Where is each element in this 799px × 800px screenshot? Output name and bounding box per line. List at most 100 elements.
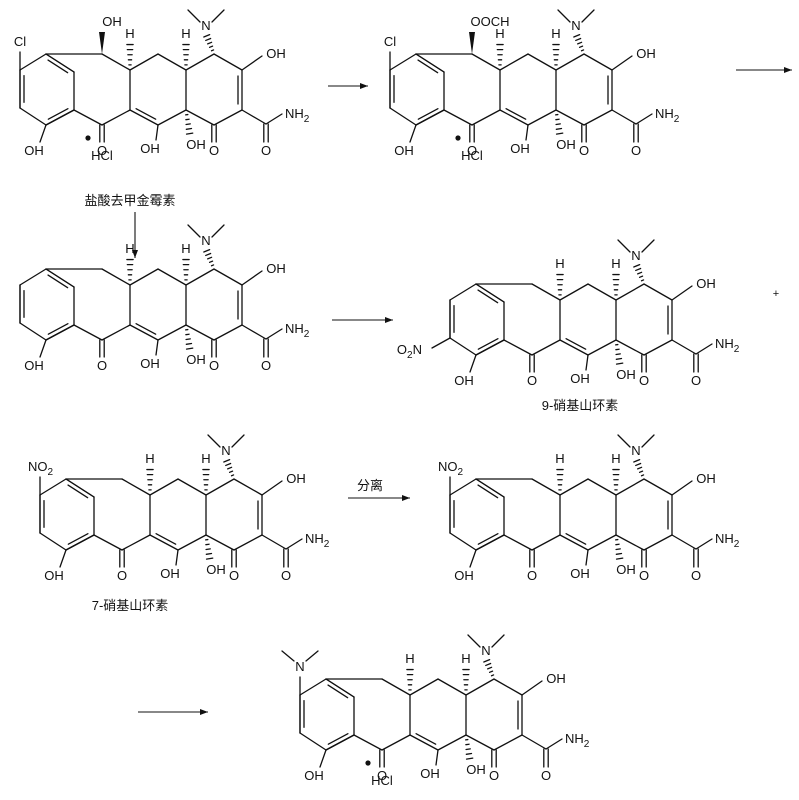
amide-o: O [631, 143, 641, 158]
stereo-h-5a: H [555, 256, 564, 271]
compound-name: 盐酸去甲金霉素 [84, 193, 175, 208]
carbonyl-o-ring-b: O [527, 568, 537, 583]
c5-oh-label: OH [102, 14, 122, 29]
enol-oh-ring-d: OH [546, 671, 566, 686]
enol-oh-ring-d: OH [286, 471, 306, 486]
dimethylamino-n: N [201, 233, 210, 248]
arrows-layer: 分离 + [132, 67, 792, 715]
carbonyl-o-ring-d: O [489, 768, 499, 783]
common_labels.nh2: NH2 [285, 106, 310, 125]
stereo-h-5a: H [125, 26, 134, 41]
salt-hcl-label: HCl [461, 148, 483, 163]
common_labels.nh2: NH2 [565, 731, 590, 750]
compound-name: 7-硝基山环素 [92, 598, 169, 613]
salt-hcl-label: HCl [371, 773, 393, 788]
common_labels.nh2: NH2 [305, 531, 330, 550]
phenol-oh: OH [454, 373, 474, 388]
stereo-h-4a: H [611, 451, 620, 466]
carbonyl-o-ring-d: O [639, 568, 649, 583]
oh-12a: OH [616, 367, 636, 382]
stereo-h-5a: H [405, 651, 414, 666]
reaction-arrow-a5: 分离 [348, 478, 410, 501]
nitro-label-9: O2N [397, 342, 422, 361]
salt-dot [85, 135, 91, 141]
phenol-oh: OH [304, 768, 324, 783]
carbonyl-o-ring-b: O [527, 373, 537, 388]
enol-oh-ring-c: OH [510, 141, 530, 156]
stereo-h-5a: H [125, 241, 134, 256]
plus-sign: + [773, 288, 779, 300]
carbonyl-o-ring-d: O [209, 358, 219, 373]
amide-o: O [541, 768, 551, 783]
enol-oh-ring-c: OH [570, 371, 590, 386]
c5-formate-label: OOCH [471, 14, 510, 29]
stereo-h-4a: H [201, 451, 210, 466]
enol-oh-ring-c: OH [570, 566, 590, 581]
enol-oh-ring-d: OH [636, 46, 656, 61]
dimethylamino-n: N [201, 18, 210, 33]
enol-oh-ring-d: OH [266, 46, 286, 61]
carbonyl-o-ring-d: O [579, 143, 589, 158]
carbonyl-o-ring-d: O [209, 143, 219, 158]
common_labels.nh2: NH2 [715, 336, 740, 355]
carbonyl-o-ring-b: O [377, 768, 387, 783]
reaction-arrow-a4 [332, 317, 393, 323]
stereo-h-4a: H [181, 241, 190, 256]
carbonyl-o-ring-d: O [639, 373, 649, 388]
stereo-h-5a: H [495, 26, 504, 41]
arrow-label: 分离 [357, 478, 383, 493]
stereo-h-4a: H [611, 256, 620, 271]
oh-12a: OH [206, 562, 226, 577]
enol-oh-ring-d: OH [696, 471, 716, 486]
common_labels.nh2: NH2 [285, 321, 310, 340]
phenol-oh: OH [24, 143, 44, 158]
enol-oh-ring-d: OH [266, 261, 286, 276]
stereo-h-4a: H [181, 26, 190, 41]
reaction-arrow-a1 [328, 83, 368, 89]
carbonyl-o-ring-b: O [97, 358, 107, 373]
dimethylamino-n: N [631, 248, 640, 263]
carbonyl-o-ring-b: O [467, 143, 477, 158]
salt-dot [365, 760, 371, 766]
salt-hcl-label: HCl [91, 148, 113, 163]
reaction-arrow-a3 [132, 212, 138, 258]
amide-o: O [691, 373, 701, 388]
amide-o: O [281, 568, 291, 583]
phenol-oh: OH [454, 568, 474, 583]
carbonyl-o-ring-b: O [97, 143, 107, 158]
undefined: NO2 [28, 459, 54, 478]
stereo-h-4a: H [461, 651, 470, 666]
amide-o: O [261, 143, 271, 158]
undefined: NO2 [438, 459, 464, 478]
amide-o: O [261, 358, 271, 373]
dimethylamino-n: N [631, 443, 640, 458]
carbonyl-o-ring-d: O [229, 568, 239, 583]
reaction-arrow-a2 [736, 67, 792, 73]
stereo-h-5a: H [555, 451, 564, 466]
oh-12a: OH [616, 562, 636, 577]
chloro-label: Cl [14, 34, 26, 49]
dimethylamino-n: N [571, 18, 580, 33]
dimethylamino-n: N [221, 443, 230, 458]
phenol-oh: OH [44, 568, 64, 583]
enol-oh-ring-c: OH [140, 141, 160, 156]
dimethylamino-7-n: N [295, 659, 304, 674]
phenol-oh: OH [394, 143, 414, 158]
carbonyl-o-ring-b: O [117, 568, 127, 583]
oh-12a: OH [186, 352, 206, 367]
amide-o: O [691, 568, 701, 583]
common_labels.nh2: NH2 [715, 531, 740, 550]
enol-oh-ring-c: OH [160, 566, 180, 581]
common_labels.nh2: NH2 [655, 106, 680, 125]
stereo-h-5a: H [145, 451, 154, 466]
reaction-arrow-a6 [138, 709, 208, 715]
compound-name: 9-硝基山环素 [542, 398, 619, 413]
